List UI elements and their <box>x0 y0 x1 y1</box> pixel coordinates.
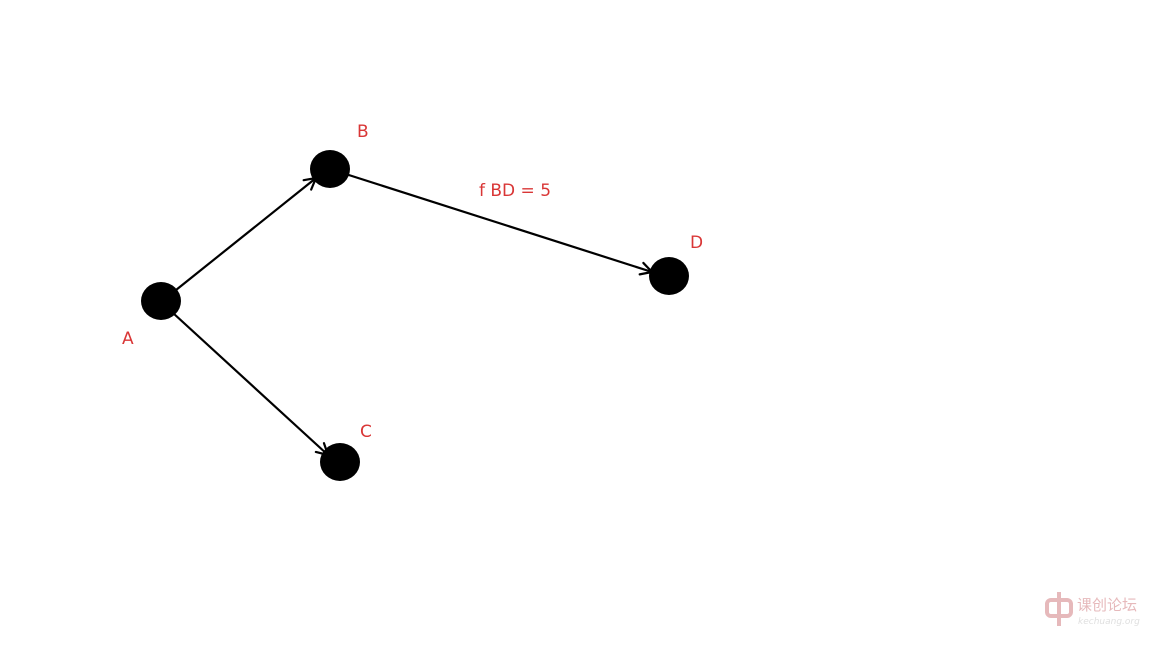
node-d <box>649 257 689 295</box>
node-label-a: A <box>122 329 134 349</box>
node-label-b: B <box>357 122 369 142</box>
edge-label-b-d: f BD = 5 <box>479 181 552 201</box>
edge-a-b <box>160 176 318 303</box>
node-label-d: D <box>690 233 704 253</box>
node-c <box>320 443 360 481</box>
watermark-brand: 课创论坛 kechuang.org <box>1077 596 1140 626</box>
watermark: 课创论坛 kechuang.org <box>1045 588 1145 632</box>
kechuang-logo-icon <box>1045 592 1073 626</box>
watermark-site-text: kechuang.org <box>1078 617 1140 626</box>
node-a <box>141 282 181 320</box>
watermark-brand-text: 课创论坛 <box>1077 596 1137 614</box>
node-label-c: C <box>360 422 372 442</box>
node-b <box>310 150 350 188</box>
edge-a-c <box>160 301 330 457</box>
edge-b-d <box>329 167 654 276</box>
